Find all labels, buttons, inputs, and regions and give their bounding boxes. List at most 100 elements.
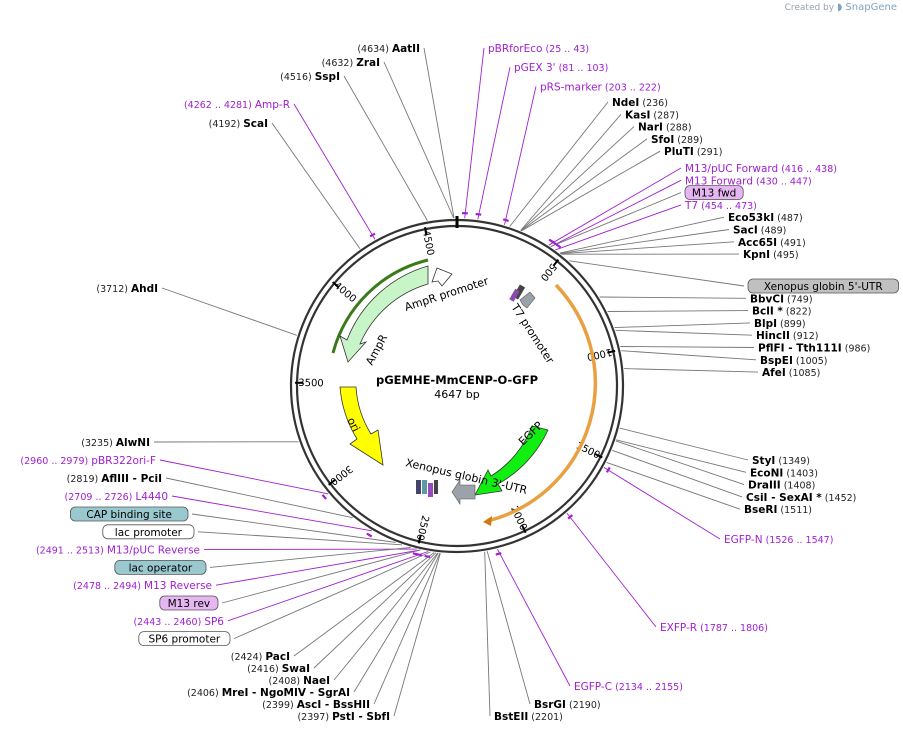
site-label-econi[interactable]: EcoNI (1403): [750, 467, 818, 479]
site-label-afliii-pcii[interactable]: (2819) AflIII - PciI: [67, 473, 162, 485]
site-label-afei[interactable]: AfeI (1085): [762, 367, 820, 379]
leader-line: [383, 61, 455, 219]
site-label-m13-forward[interactable]: M13 Forward (430 .. 447): [685, 175, 812, 187]
site-label-ndei[interactable]: NdeI (236): [612, 97, 668, 109]
site-name: SspI: [315, 71, 340, 83]
primer-mark: [424, 554, 431, 558]
site-label-draiii[interactable]: DraIII (1408): [748, 480, 815, 492]
site-label-pflfi-tth111i[interactable]: PflFI - Tth111I (986): [758, 343, 870, 355]
site-label-zrai[interactable]: (4632) ZraI: [322, 57, 380, 69]
site-coordinate: (2408): [268, 676, 303, 687]
tick-mark: [417, 535, 422, 544]
site-label-text: M13 Forward (430 .. 447): [685, 175, 812, 187]
tick-mark: [552, 259, 560, 267]
site-label-swai[interactable]: (2416) SwaI: [247, 663, 310, 675]
site-name: EXFP-R: [660, 622, 697, 634]
leader-line: [215, 549, 421, 586]
site-label-cap-binding-site[interactable]: CAP binding site: [70, 506, 189, 522]
site-label-sfoi[interactable]: SfoI (289): [651, 134, 703, 146]
site-label-psti-sbfi[interactable]: (2397) PstI - SbfI: [297, 711, 390, 723]
site-label-naei[interactable]: (2408) NaeI: [268, 675, 330, 687]
site-label-pluti[interactable]: PluTI (291): [664, 146, 722, 158]
site-label-egfp-n[interactable]: EGFP-N (1526 .. 1547): [724, 534, 833, 546]
leader-line: [621, 350, 757, 361]
site-label-bbvci[interactable]: BbvCI (749): [750, 293, 813, 305]
tick-mark: [328, 479, 336, 486]
site-label-sspi[interactable]: (4516) SspI: [280, 71, 340, 83]
site-label-bspei[interactable]: BspEI (1005): [760, 355, 827, 367]
site-label-kpni[interactable]: KpnI (495): [743, 249, 799, 261]
leader-line: [619, 427, 749, 461]
plasmid-name: pGEMHE-MmCENP-O-GFP: [376, 373, 538, 387]
site-label-pgex-3-[interactable]: pGEX 3' (81 .. 103): [514, 62, 608, 74]
site-label-hincii[interactable]: HincII (912): [756, 330, 818, 342]
site-label-text: PflFI - Tth111I (986): [758, 343, 870, 355]
watermark-brand: SnapGene: [845, 2, 897, 13]
site-label-mrei-ngomiv-sgrai[interactable]: (2406) MreI - NgoMIV - SgrAI: [187, 687, 350, 699]
site-label-nari[interactable]: NarI (288): [638, 122, 692, 134]
site-label-egfp-c[interactable]: EGFP-C (2134 .. 2155): [574, 681, 683, 693]
site-label-scai[interactable]: (4192) ScaI: [209, 118, 268, 130]
site-label-bcli-[interactable]: BclI * (822): [752, 306, 811, 318]
feature-box-label: SP6 promoter: [149, 634, 221, 646]
site-label-text: HincII (912): [756, 330, 818, 342]
site-label-blpi[interactable]: BlpI (899): [754, 318, 806, 330]
site-label-ahdi[interactable]: (3712) AhdI: [96, 283, 158, 295]
site-label-styi[interactable]: StyI (1349): [752, 455, 810, 467]
site-coordinate: (2424): [231, 652, 266, 663]
site-label-pbrforeco[interactable]: pBRforEco (25 .. 43): [488, 43, 589, 55]
leader-line: [313, 552, 437, 669]
site-label-alwni[interactable]: (3235) AlwNI: [81, 437, 150, 449]
site-label-text: Eco53kI (487): [728, 212, 803, 224]
site-label-m13-puc-reverse[interactable]: (2491 .. 2513) M13/pUC Reverse: [36, 545, 200, 557]
site-label-bsrgi[interactable]: BsrGI (2190): [534, 699, 601, 711]
site-label-saci[interactable]: SacI (489): [733, 225, 786, 237]
site-label-text: BseRI (1511): [744, 504, 812, 516]
site-label-m13-rev[interactable]: M13 rev: [159, 595, 219, 611]
site-label-paci[interactable]: (2424) PacI: [231, 651, 290, 663]
site-label-csii-sexai-[interactable]: CsiI - SexAI * (1452): [746, 492, 856, 504]
site-name: StyI: [752, 455, 775, 467]
site-label-asci-bsshii[interactable]: (2399) AscI - BssHII: [262, 699, 370, 711]
site-label-lac-promoter[interactable]: lac promoter: [102, 524, 195, 540]
site-name: EcoNI: [750, 467, 783, 479]
leader-line: [566, 512, 657, 628]
site-label-sp6-promoter[interactable]: SP6 promoter: [138, 631, 231, 646]
site-label-t7[interactable]: T7 (454 .. 473): [684, 200, 757, 212]
leader-line: [520, 126, 635, 231]
site-label-l4440[interactable]: (2709 .. 2726) L4440: [65, 491, 168, 503]
site-label-bsteii[interactable]: BstEII (2201): [494, 711, 563, 723]
site-label-m13-reverse[interactable]: (2478 .. 2494) M13 Reverse: [73, 580, 212, 592]
site-label-kasi[interactable]: KasI (287): [625, 109, 679, 121]
feature-box: [102, 524, 195, 540]
site-label-pbr322ori-f[interactable]: (2960 .. 2979) pBR322ori-F: [20, 455, 156, 467]
site-coordinate: (203 .. 222): [602, 82, 661, 93]
site-label-text: BspEI (1005): [760, 355, 827, 367]
site-label-sp6[interactable]: (2443 .. 2460) SP6: [133, 616, 224, 628]
leader-line: [520, 138, 648, 232]
site-label-acc65i[interactable]: Acc65I (491): [738, 237, 806, 249]
leader-line: [227, 551, 429, 622]
plasmid-length: 4647 bp: [434, 388, 479, 401]
site-label-text: BclI * (822): [752, 306, 811, 318]
leader-line: [221, 549, 421, 604]
site-coordinate: (2190): [566, 700, 601, 711]
site-coordinate: (2709 .. 2726): [65, 492, 136, 503]
site-coordinate: (4632): [322, 58, 357, 69]
site-label-exfp-r[interactable]: EXFP-R (1787 .. 1806): [660, 622, 768, 634]
site-label-lac-operator[interactable]: lac operator: [114, 560, 207, 575]
site-label-xenopus-globin-5-utr[interactable]: Xenopus globin 5'-UTR: [747, 278, 900, 294]
site-label-text: BsrGI (2190): [534, 699, 601, 711]
site-label-text: (2819) AflIII - PciI: [67, 473, 162, 485]
site-label-prs-marker[interactable]: pRS-marker (203 .. 222): [540, 81, 661, 93]
site-label-m13-puc-forward[interactable]: M13/pUC Forward (416 .. 438): [685, 163, 837, 175]
site-label-amp-r[interactable]: (4262 .. 4281) Amp-R: [184, 99, 290, 111]
site-label-bseri[interactable]: BseRI (1511): [744, 504, 812, 516]
primer-mark: [475, 212, 482, 216]
site-name: ScaI: [243, 118, 268, 130]
site-label-aatii[interactable]: (4634) AatII: [357, 43, 420, 55]
site-label-eco53ki[interactable]: Eco53kI (487): [728, 212, 803, 224]
site-coordinate: (1452): [822, 493, 857, 504]
site-label-m13-fwd[interactable]: M13 fwd: [684, 185, 744, 201]
site-coordinate: (454 .. 473): [698, 201, 757, 212]
